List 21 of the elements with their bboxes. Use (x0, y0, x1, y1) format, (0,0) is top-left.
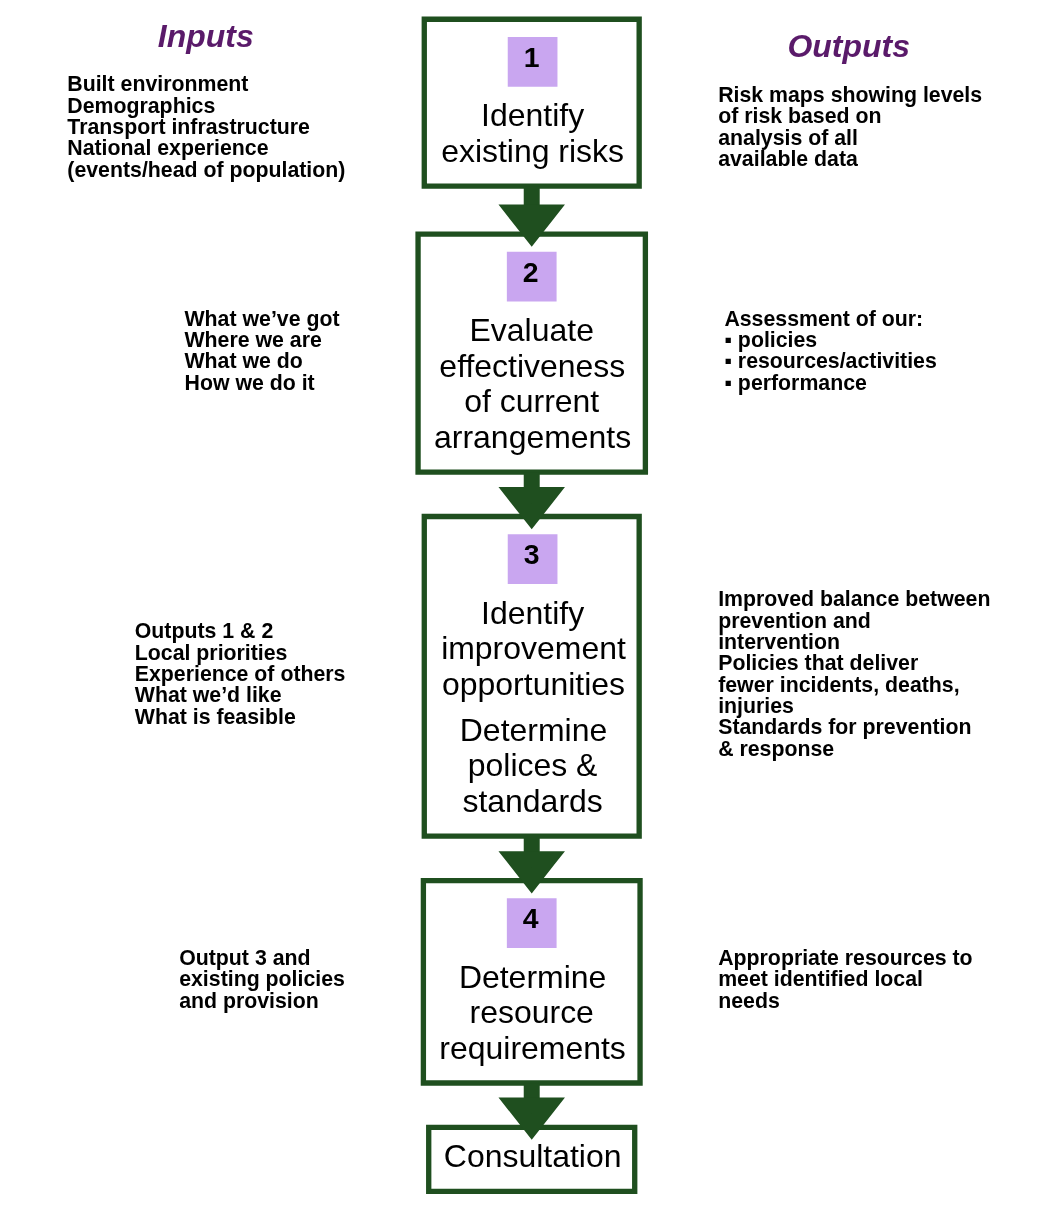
label: ▪ policies (724, 328, 818, 353)
node-box: 2 Evaluate effectiveness of current arrangements (415, 231, 649, 475)
arrow (498, 1083, 565, 1140)
label: Improved balance between prevention and intervention (718, 587, 991, 654)
node-box: 1 Identify existing risks (421, 16, 642, 189)
label: Risk maps showing levels of risk based on analysis of all available data (718, 82, 983, 171)
node-box: 4 Determine resource requirements (420, 877, 643, 1086)
node-box: 3 Identify improvement opportunities Determine polices & standards (421, 513, 642, 839)
node-box: Consultation (426, 1124, 638, 1194)
arrow (498, 837, 565, 894)
label: Policies that deliver fewer incidents, deaths, injuries (718, 651, 960, 718)
label: Outputs (787, 28, 910, 65)
label: Output 3 and existing policies and provision (179, 946, 345, 1013)
arrow (498, 186, 565, 247)
label: Appropriate resources to meet identified local needs (718, 946, 973, 1013)
label: What is feasible (134, 704, 296, 729)
label: Inputs (157, 17, 254, 54)
arrow (498, 472, 565, 530)
label: Outputs 1 & 2 (134, 619, 274, 644)
label: ▪ performance (724, 370, 867, 395)
label: Assessment of our: (724, 306, 924, 331)
